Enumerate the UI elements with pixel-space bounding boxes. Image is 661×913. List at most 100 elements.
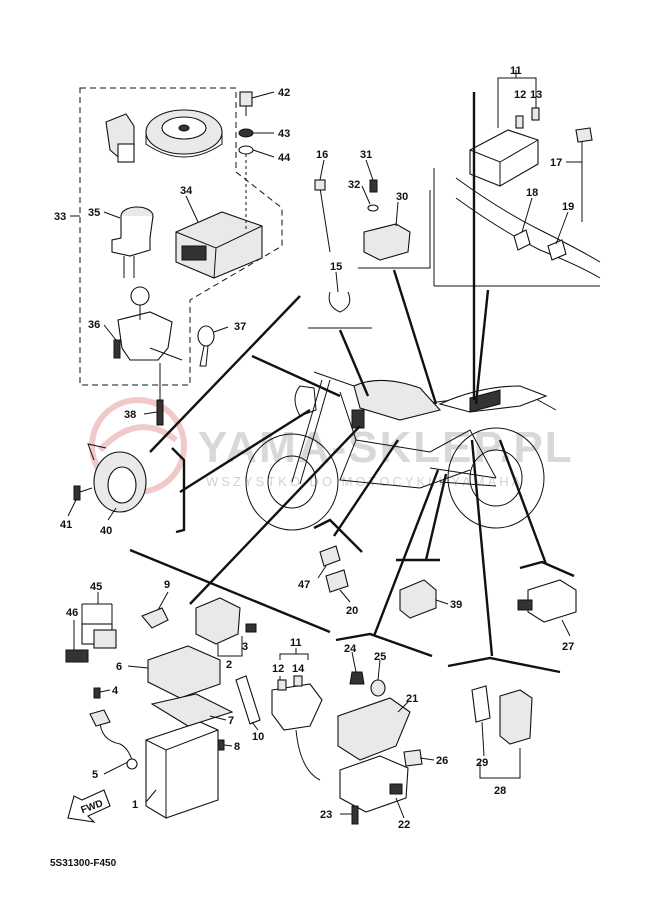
band-16-head — [314, 179, 326, 191]
callout-20: 20 — [346, 605, 358, 617]
leader-19 — [555, 211, 569, 245]
callout-24: 24 — [344, 643, 357, 655]
leader-5 — [103, 761, 129, 775]
callout-47: 47 — [298, 579, 310, 591]
key-blade — [199, 345, 209, 367]
leader-7 — [209, 715, 227, 721]
callout-3: 3 — [242, 641, 248, 653]
callout-29: 29 — [476, 757, 488, 769]
relay-28-group — [471, 685, 533, 779]
leader-31 — [365, 159, 374, 181]
callout-43: 43 — [278, 128, 290, 140]
relay-30-group — [308, 179, 431, 329]
leader-15 — [335, 271, 339, 293]
leader-10 — [251, 721, 259, 731]
fuse-12 — [515, 115, 524, 129]
watermark-logo-swoosh — [97, 424, 178, 453]
relay-29 — [471, 685, 491, 723]
bracket-battery — [129, 548, 331, 634]
callout-6: 6 — [116, 661, 122, 673]
bracket-21-group — [337, 671, 423, 825]
callout-2: 2 — [226, 659, 232, 671]
key-head — [197, 325, 215, 347]
ecu-unit — [175, 211, 263, 279]
cable-5 — [99, 719, 133, 761]
relay-27-socket — [517, 599, 533, 611]
clip-26 — [403, 749, 423, 767]
bracket-28 — [447, 656, 561, 674]
leader-horn — [179, 408, 311, 494]
nut-24 — [349, 671, 365, 685]
leader-relay30 — [392, 269, 438, 405]
callout-45: 45 — [90, 581, 102, 593]
steering-lock — [117, 311, 173, 361]
callout-21: 21 — [406, 693, 418, 705]
callout-38: 38 — [124, 409, 136, 421]
relay-30-bracket — [358, 190, 431, 269]
leader-29 — [481, 721, 485, 757]
leader-41 — [67, 499, 77, 517]
fwd-arrow: FWD — [67, 789, 111, 823]
leader-handlebar — [474, 289, 490, 405]
washer-32 — [367, 204, 379, 212]
bolt-42 — [239, 91, 253, 107]
harness-tube — [455, 177, 601, 279]
leader-24 — [351, 651, 357, 673]
reference-code: 5S31300-F450 — [50, 858, 117, 869]
callout-31: 31 — [360, 149, 372, 161]
bolt-8 — [217, 739, 225, 751]
leader-32 — [361, 185, 371, 205]
relay-39 — [399, 579, 437, 619]
callout-17: 17 — [550, 157, 562, 169]
callout-1: 1 — [132, 799, 138, 811]
fuse-marker — [469, 389, 501, 413]
callout-11: 11 — [510, 65, 522, 77]
bracket-horn — [171, 447, 186, 534]
callout-46: 46 — [66, 607, 78, 619]
callout-41: 41 — [60, 519, 72, 531]
clip-15 — [328, 291, 351, 313]
leader-20-small — [339, 589, 351, 603]
callout-numbers: 1 2 3 4 5 6 7 8 9 10 11 12 13 15 16 17 1… — [54, 65, 574, 831]
leader-39 — [424, 473, 448, 561]
callout-15: 15 — [330, 261, 342, 273]
fuel-tank — [353, 379, 442, 421]
front-fork — [291, 379, 331, 485]
callout-9: 9 — [164, 579, 170, 591]
horn-group — [73, 443, 147, 513]
callout-8: 8 — [234, 741, 240, 753]
rear-wheel-inner — [469, 449, 523, 507]
callout-44: 44 — [278, 152, 291, 164]
fuel-cap-edge — [145, 134, 223, 158]
motorcycle — [245, 371, 557, 531]
steering-lock-wire — [149, 347, 183, 361]
clamp-18 — [513, 229, 531, 251]
bracket-27 — [519, 560, 575, 578]
callout-36: 36 — [88, 319, 100, 331]
callout-27: 27 — [562, 641, 574, 653]
battery-tray-6 — [147, 645, 221, 699]
callout-13: 13 — [530, 89, 542, 101]
unit-22 — [339, 755, 409, 813]
cable-5-end — [126, 758, 138, 770]
leader-9 — [157, 591, 169, 611]
leader-11b — [279, 648, 309, 680]
callout-23: 23 — [320, 809, 332, 821]
bolt-36 — [113, 339, 121, 359]
callout-10: 10 — [252, 731, 264, 743]
leader-lines — [129, 92, 575, 674]
fuse-box — [469, 129, 539, 187]
leader-37 — [213, 326, 229, 333]
callout-12: 12 — [514, 89, 526, 101]
clip-group — [319, 545, 349, 593]
leader-top-left — [149, 295, 301, 453]
leader-45 — [81, 592, 113, 630]
swingarm — [429, 467, 497, 487]
battery-edge — [145, 729, 219, 818]
fwd-arrow-shape — [67, 789, 111, 823]
battery-marker — [351, 409, 365, 429]
callout-33: 33 — [54, 211, 66, 223]
fuse-box-edge — [469, 139, 539, 186]
callout-5: 5 — [92, 769, 98, 781]
